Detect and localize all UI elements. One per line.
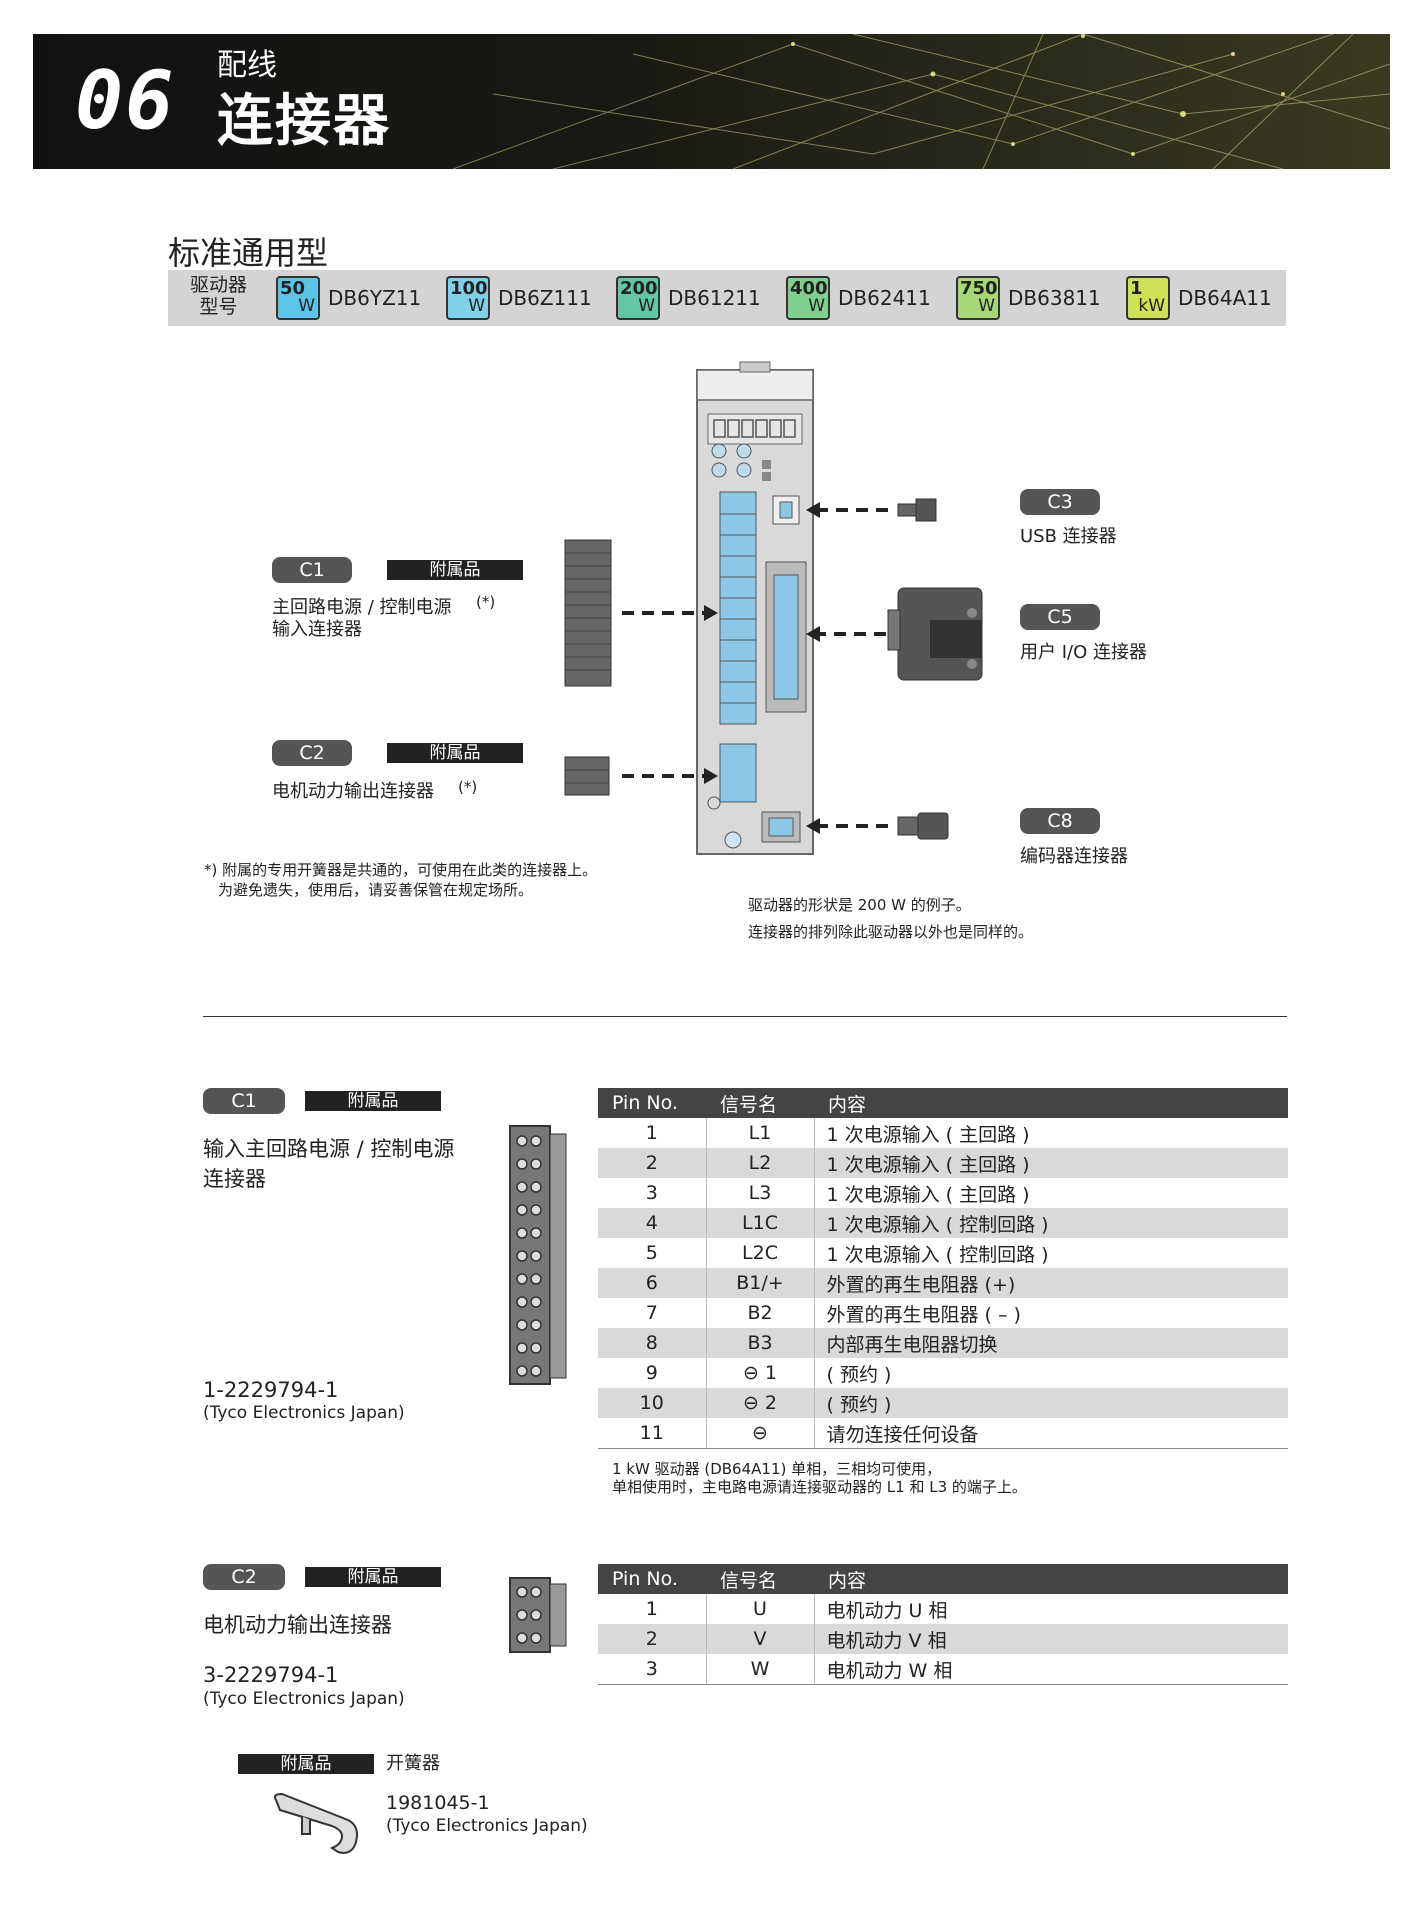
model-code: DB63811 xyxy=(1008,286,1101,310)
header-signal: 信号名 xyxy=(706,1088,814,1118)
tool-name: 开簧器 xyxy=(386,1753,440,1774)
c1-connector-drawing xyxy=(509,1125,567,1385)
c8-tag: C8 xyxy=(1020,808,1100,834)
drive-diagram xyxy=(564,361,983,855)
tool-part-number: 1981045-1 xyxy=(386,1792,490,1814)
c2-part-number: 3-2229794-1 xyxy=(203,1663,339,1687)
c1-part-number: 1-2229794-1 xyxy=(203,1378,339,1402)
c1-section-accessory: 附属品 xyxy=(305,1091,441,1111)
footnote-line1: *) 附属的专用开簧器是共通的，可使用在此类的连接器上。 xyxy=(204,861,598,879)
c2-maker: (Tyco Electronics Japan) xyxy=(203,1689,405,1709)
c1-section-title-line2: 连接器 xyxy=(203,1167,266,1191)
c2-connector-illustration xyxy=(564,756,610,796)
c3-callout-line1: USB 连接器 xyxy=(1020,526,1117,547)
c1-maker: (Tyco Electronics Japan) xyxy=(203,1403,405,1423)
spring-opener-tool-illustration xyxy=(273,1792,358,1854)
header-pin-no: Pin No. xyxy=(598,1564,706,1594)
header-signal: 信号名 xyxy=(706,1564,814,1594)
usb-cable-illustration xyxy=(897,498,937,522)
model-code: DB6YZ11 xyxy=(328,286,422,310)
section-divider xyxy=(203,1016,1287,1017)
c2-tag: C2 xyxy=(272,740,352,766)
tool-accessory-label: 附属品 xyxy=(238,1754,374,1774)
c1-tag: C1 xyxy=(272,557,352,583)
header-pin-no: Pin No. xyxy=(598,1088,706,1118)
model-code: DB6Z111 xyxy=(498,286,592,310)
c1-table-note-line1: 1 kW 驱动器 (DB64A11) 单相，三相均可使用， xyxy=(612,1460,942,1478)
c1-section-title-line1: 输入主回路电源 / 控制电源 xyxy=(203,1137,455,1161)
table-row: 9⊖ 1( 预约 ) xyxy=(598,1358,1288,1388)
section-subtitle: 配线 xyxy=(217,48,277,83)
arrow-heads xyxy=(704,502,820,834)
model-code: DB61211 xyxy=(668,286,761,310)
model-label-line2: 型号 xyxy=(199,296,238,318)
c2-callout-mark: (*) xyxy=(458,778,478,796)
c1-connector-illustration xyxy=(564,539,612,687)
diagram-note-line1: 驱动器的形状是 200 W 的例子。 xyxy=(748,896,971,914)
c2-accessory-label: 附属品 xyxy=(387,743,523,763)
model-code: DB62411 xyxy=(838,286,931,310)
servo-drive-illustration xyxy=(696,361,814,855)
table-row: 11⊖请勿连接任何设备 xyxy=(598,1418,1288,1449)
c2-section-title: 电机动力输出连接器 xyxy=(203,1613,392,1637)
header-content: 内容 xyxy=(814,1088,1288,1118)
model-code: DB64A11 xyxy=(1178,286,1272,310)
c2-connector-drawing xyxy=(509,1577,567,1653)
c1-callout-line2: 输入连接器 xyxy=(272,619,362,640)
diagram-note-line2: 连接器的排列除此驱动器以外也是同样的。 xyxy=(748,923,1034,941)
c8-callout-line1: 编码器连接器 xyxy=(1020,846,1128,867)
section-number: 06 xyxy=(75,54,176,147)
header-content: 内容 xyxy=(814,1564,1288,1594)
encoder-plug-illustration xyxy=(897,812,949,840)
c2-section-accessory: 附属品 xyxy=(305,1567,441,1587)
banner-network-graphic xyxy=(33,34,1390,169)
c1-accessory-label: 附属品 xyxy=(387,560,523,580)
page-heading: 标准通用型 xyxy=(168,234,329,272)
c5-callout-line1: 用户 I/O 连接器 xyxy=(1020,642,1147,663)
table-header-row: Pin No. 信号名 内容 xyxy=(598,1564,1288,1594)
section-banner: 06 配线 连接器 xyxy=(33,34,1390,169)
user-io-plug-illustration xyxy=(887,587,983,681)
c2-section-tag: C2 xyxy=(203,1564,285,1590)
c3-tag: C3 xyxy=(1020,489,1100,515)
c5-tag: C5 xyxy=(1020,604,1100,630)
c1-callout-mark: (*) xyxy=(476,593,496,611)
c2-callout-line1: 电机动力输出连接器 xyxy=(272,781,434,802)
model-label-line1: 驱动器 xyxy=(190,274,248,296)
c1-section-tag: C1 xyxy=(203,1088,285,1114)
table-header-row: Pin No. 信号名 内容 xyxy=(598,1088,1288,1118)
footnote-line2: 为避免遗失，使用后，请妥善保管在规定场所。 xyxy=(218,881,534,899)
section-title: 连接器 xyxy=(217,89,391,154)
c1-table-note-line2: 单相使用时，主电路电源请连接驱动器的 L1 和 L3 的端子上。 xyxy=(612,1478,1027,1496)
c1-callout-line1: 主回路电源 / 控制电源 xyxy=(272,597,452,618)
tool-maker: (Tyco Electronics Japan) xyxy=(386,1816,588,1836)
callout-leader-lines xyxy=(622,508,888,828)
model-bar-label: 驱动器 型号 xyxy=(190,274,247,318)
table-row: 10⊖ 2( 预约 ) xyxy=(598,1388,1288,1418)
